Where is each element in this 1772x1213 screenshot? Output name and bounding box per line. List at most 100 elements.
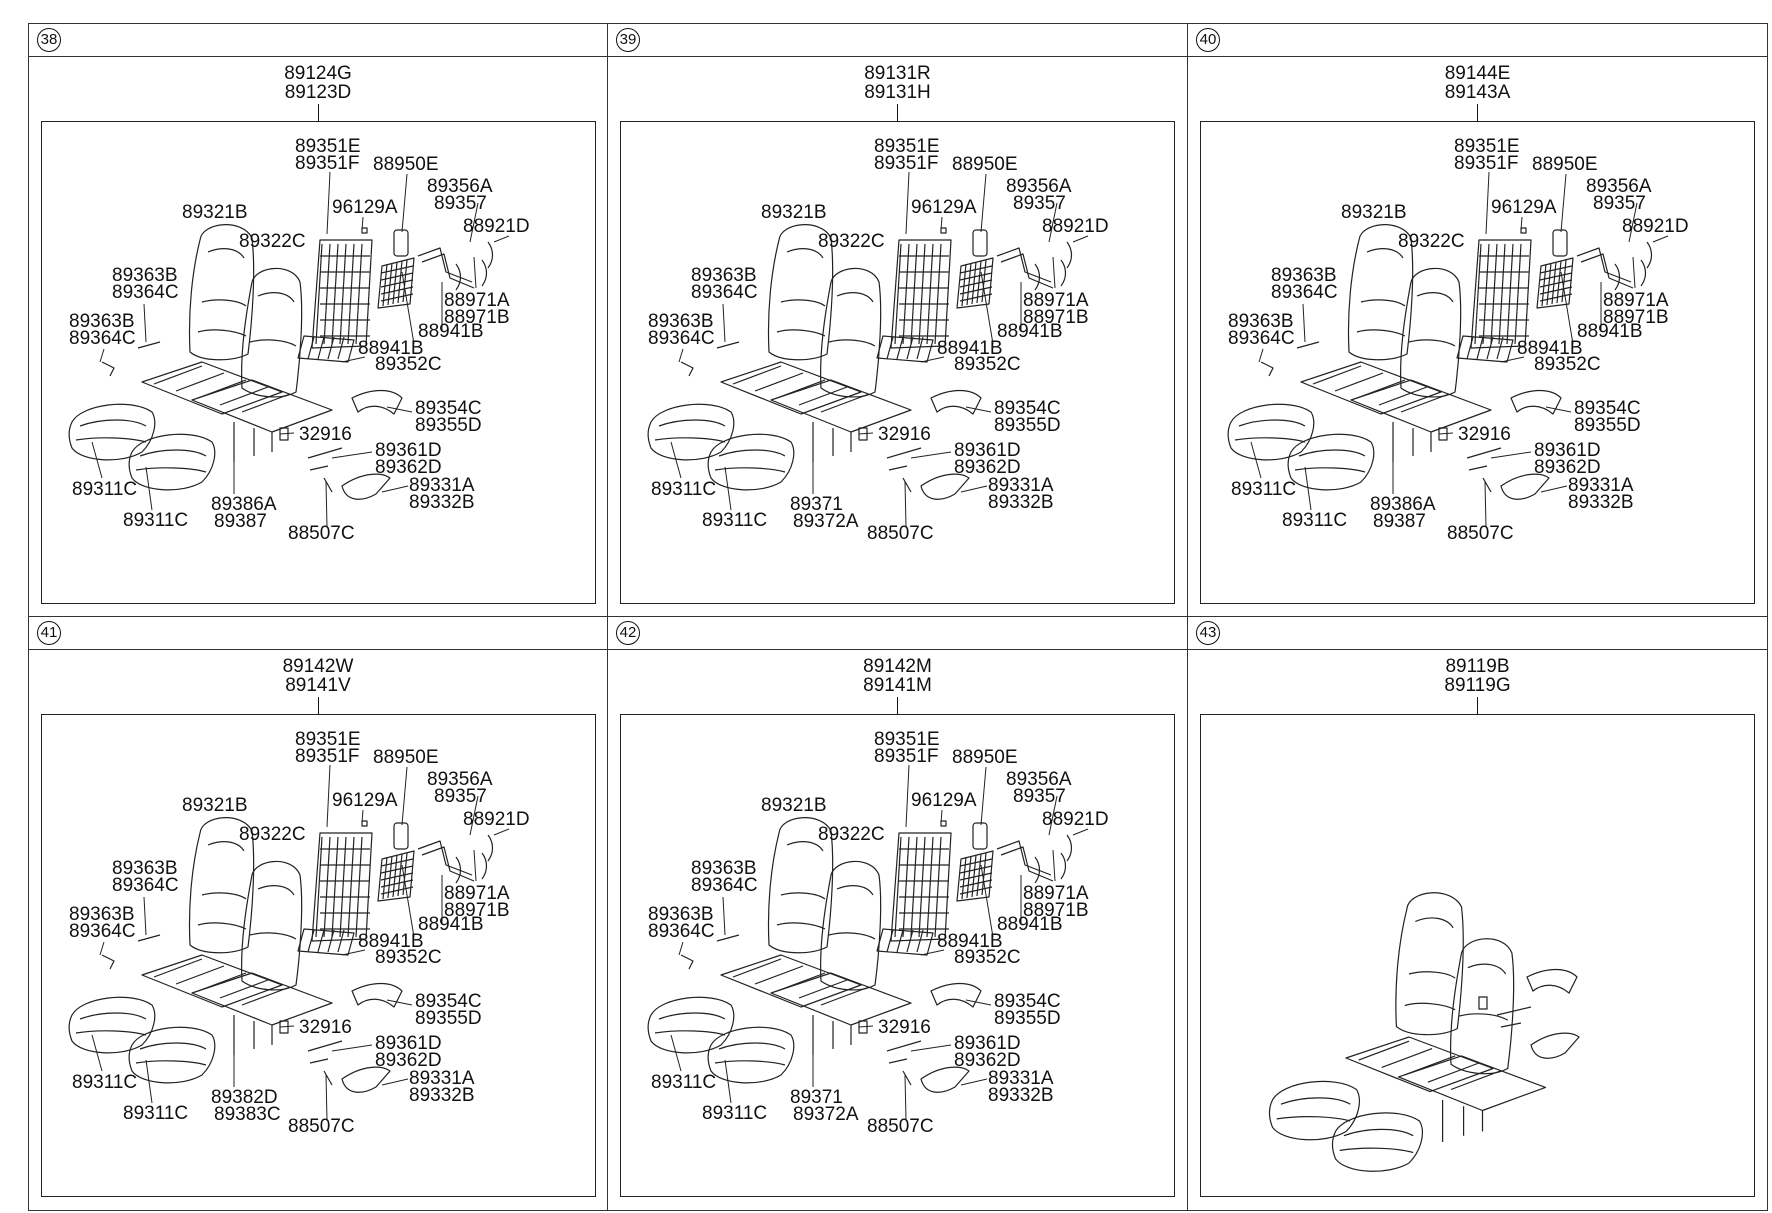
assembly-code-primary: 89119B xyxy=(1445,656,1510,677)
part-callout-clip: 96129A xyxy=(1491,197,1557,218)
seatback-right xyxy=(821,268,881,396)
exploded-view xyxy=(621,122,1173,602)
seatback-frame xyxy=(891,240,951,348)
part-callout-shield-b: 89332B xyxy=(988,492,1054,513)
part-callout-frame-top: 89351E xyxy=(874,729,940,750)
part-callout-cover-b: 89355D xyxy=(1574,415,1641,436)
part-callout-latch: 32916 xyxy=(878,1017,931,1038)
part-callout-spring-b: 88971B xyxy=(1023,900,1089,921)
part-callout-frame-top: 89351E xyxy=(1454,136,1520,157)
part-callout-pin-b: 89357 xyxy=(434,786,487,807)
assembly-leader-line xyxy=(897,104,898,121)
part-callout-wire: 88921D xyxy=(1042,809,1109,830)
exploded-view xyxy=(1201,122,1753,602)
lumbar-mesh xyxy=(1537,258,1573,308)
assembly-code-primary: 89142W xyxy=(282,656,354,677)
panel-header: 41 xyxy=(29,617,607,650)
part-callout-cover-a: 89354C xyxy=(1574,398,1641,419)
part-callout-bolt-b1: 89363B xyxy=(69,904,135,925)
seat-assembly-drawing xyxy=(648,818,1072,1093)
cushion-left xyxy=(648,997,734,1053)
part-callout-shield-a: 89331A xyxy=(409,1068,475,1089)
part-callout-frame-bot: 89351F xyxy=(295,746,360,767)
part-callout-cushion-l: 89311C xyxy=(72,479,138,500)
part-callout-track-b: 89372A xyxy=(793,1104,859,1125)
part-callout-back-r: 89322C xyxy=(818,231,885,252)
part-callout-shield-a: 89331A xyxy=(988,1068,1054,1089)
part-callout-frame-top: 89351E xyxy=(295,136,361,157)
panel-header: 38 xyxy=(29,24,607,57)
part-callout-latch: 32916 xyxy=(1458,424,1511,445)
part-callout-clip: 96129A xyxy=(911,790,977,811)
part-callout-back-l: 89321B xyxy=(761,202,827,223)
part-callout-shield-a: 89331A xyxy=(988,475,1054,496)
part-callout-cable-b: 89362D xyxy=(375,1050,442,1071)
part-callout-pad: 88950E xyxy=(952,154,1018,175)
seatback-left xyxy=(768,818,832,953)
part-callout-shield-a: 89331A xyxy=(1568,475,1634,496)
part-callout-lumbar-b: 88941B xyxy=(937,931,1003,952)
part-callout-wire: 88921D xyxy=(1622,216,1689,237)
lower-panel xyxy=(298,929,354,955)
part-callout-harness: 88507C xyxy=(288,523,355,544)
part-callout-cushion-r: 89311C xyxy=(702,510,768,531)
part-callout-frame-bot: 89351F xyxy=(874,153,939,174)
part-callout-pin-b: 89357 xyxy=(434,193,487,214)
panel-number: 43 xyxy=(1196,621,1220,645)
part-callout-bolt-a1: 89363B xyxy=(691,858,757,879)
part-callout-cable-a: 89361D xyxy=(375,440,442,461)
callout-leaders xyxy=(92,765,509,1120)
part-callout-shield-b: 89332B xyxy=(988,1085,1054,1106)
part-callout-pin-a: 89356A xyxy=(427,769,493,790)
seat-track-assembly xyxy=(142,362,332,462)
part-callout-spring-a: 88971A xyxy=(1023,290,1089,311)
part-callout-bolt-b1: 89363B xyxy=(648,311,714,332)
part-callout-track-b: 89387 xyxy=(1373,511,1426,532)
part-callout-pin-a: 89356A xyxy=(427,176,493,197)
part-callout-pad: 88950E xyxy=(373,154,439,175)
part-callout-pad: 88950E xyxy=(1532,154,1598,175)
cushion-right xyxy=(708,434,794,490)
lumbar-mesh xyxy=(957,258,993,308)
part-callout-back-l: 89321B xyxy=(761,795,827,816)
part-callout-lumbar-a: 88941B xyxy=(997,321,1063,342)
assembly-code-primary: 89131R xyxy=(864,63,931,84)
part-callout-back-r: 89322C xyxy=(239,231,306,252)
part-callout-cover-a: 89354C xyxy=(415,398,482,419)
part-callout-back-r: 89322C xyxy=(239,824,306,845)
assembly-code-secondary: 89123D xyxy=(284,82,352,103)
part-callout-track-a: 89386A xyxy=(1370,494,1436,515)
part-callout-lumbar-a: 88941B xyxy=(997,914,1063,935)
part-callout-cover-a: 89354C xyxy=(994,398,1061,419)
part-callout-track-b: 89383C xyxy=(214,1104,281,1125)
part-callout-bolt-a1: 89363B xyxy=(1271,265,1337,286)
lumbar-mesh xyxy=(378,258,414,308)
part-callout-cable-a: 89361D xyxy=(1534,440,1601,461)
part-callout-cover-b: 89355D xyxy=(994,415,1061,436)
part-callout-track-b: 89387 xyxy=(214,511,267,532)
assembly-code-secondary: 89143A xyxy=(1444,82,1511,103)
assembly-leader-line xyxy=(1477,104,1478,121)
part-callout-spring-a: 88971A xyxy=(1023,883,1089,904)
panel-header: 42 xyxy=(608,617,1187,650)
part-callout-lumbar-a: 88941B xyxy=(1577,321,1643,342)
part-callout-shield-b: 89332B xyxy=(1568,492,1634,513)
part-callout-cushion-l: 89311C xyxy=(72,1072,138,1093)
cushion-right xyxy=(129,1027,215,1083)
part-callout-cushion-l: 89311C xyxy=(651,479,717,500)
panel-number: 41 xyxy=(37,621,61,645)
seatback-frame xyxy=(312,833,372,941)
part-callout-spring-b: 88971B xyxy=(444,307,510,328)
cushion-left xyxy=(1228,404,1314,460)
callout-leaders xyxy=(671,765,1088,1120)
cushion-left xyxy=(1269,1081,1359,1139)
part-callout-harness: 88507C xyxy=(867,523,934,544)
part-callout-cable-b: 89362D xyxy=(1534,457,1601,478)
seat-track-assembly xyxy=(142,955,332,1055)
part-callout-cable-a: 89361D xyxy=(375,1033,442,1054)
part-callout-bolt-a2: 89364C xyxy=(691,282,758,303)
seat-track-assembly xyxy=(1346,1037,1546,1142)
